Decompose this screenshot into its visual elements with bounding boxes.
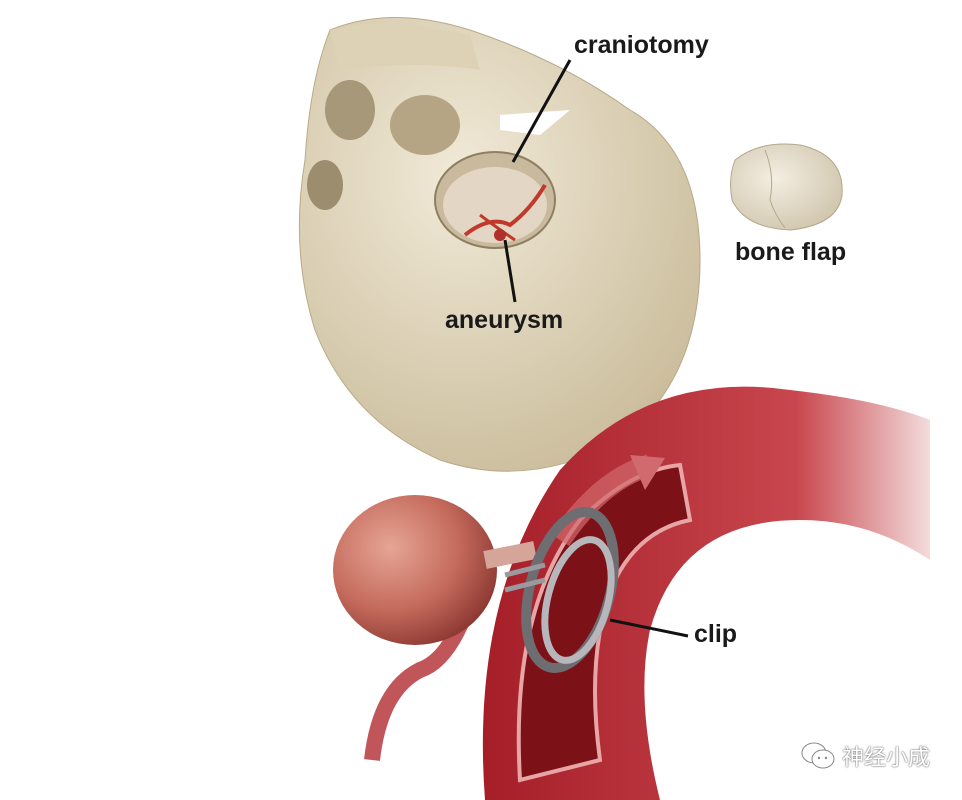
label-bone-flap: bone flap — [735, 238, 847, 266]
watermark-text: 神经小成 — [842, 745, 931, 770]
clip — [504, 507, 619, 673]
label-aneurysm: aneurysm — [445, 306, 564, 334]
aneurysm-sac — [333, 495, 537, 645]
label-clip: clip — [694, 620, 738, 648]
wechat-icon — [801, 742, 835, 769]
aneurysm-leader-line — [503, 239, 517, 303]
clip-leader-line — [609, 618, 689, 638]
label-craniotomy: craniotomy — [574, 31, 709, 59]
craniotomy-leader-line — [511, 59, 572, 163]
bone-flap — [730, 143, 843, 231]
craniotomy-opening — [434, 151, 556, 249]
watermark: 神经小成 — [800, 740, 930, 772]
